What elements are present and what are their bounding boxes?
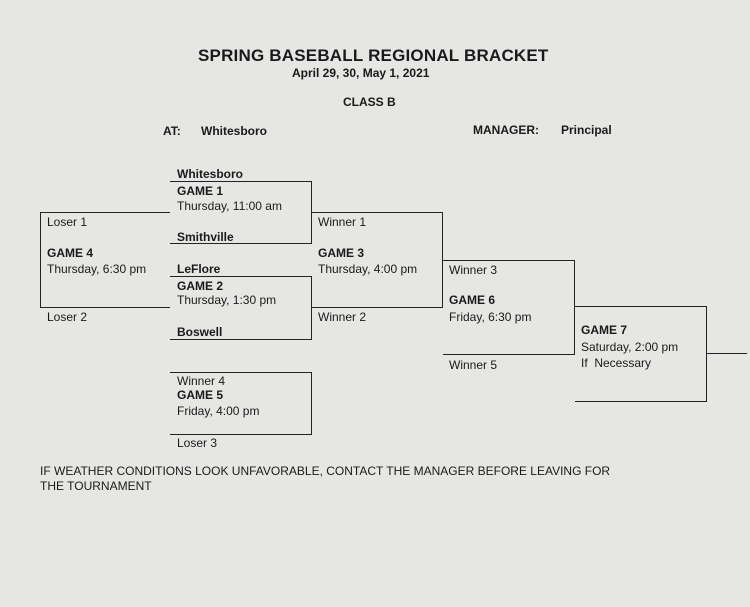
game1-bottom-line [170,243,312,244]
game4-bottom-line [40,307,170,308]
game5-top-line [170,372,312,373]
game2-bottom-line [170,339,312,340]
game3-label: GAME 3 [318,246,365,260]
game6-connector [574,260,575,354]
game6-label: GAME 6 [449,293,496,307]
game2-top-line [170,276,312,277]
game7-top-line [575,306,707,307]
game7-bottom-line [575,401,707,402]
game3-top-line [312,212,443,213]
game2-label: GAME 2 [177,279,224,293]
game5-slot-top: Winner 4 [177,374,226,388]
page-title: SPRING BASEBALL REGIONAL BRACKET [198,46,549,65]
game4-top-line [40,212,170,213]
game6-slot-top: Winner 3 [449,263,498,277]
game7-note: If Necessary [581,356,652,370]
tournament-dates: April 29, 30, May 1, 2021 [292,66,430,80]
game1-top-line [170,181,312,182]
game2-team-top: LeFlore [177,262,221,276]
game1-connector [311,181,312,243]
game1-label: GAME 1 [177,184,224,198]
game6-slot-bottom: Winner 5 [449,358,498,372]
game5-time: Friday, 4:00 pm [177,404,260,418]
game4-slot-top: Loser 1 [47,215,88,229]
game1-time: Thursday, 11:00 am [177,199,282,213]
champion-line [707,353,747,354]
game7-connector [706,306,707,401]
game7-label: GAME 7 [581,323,628,337]
game3-bottom-line [312,307,443,308]
game4-connector [40,212,41,307]
game1-team-top: Whitesboro [177,167,243,181]
game2-team-bottom: Boswell [177,325,223,339]
manager-label: MANAGER: [473,123,539,137]
game3-connector [442,212,443,307]
game5-bottom-line [170,434,312,435]
game5-connector [311,372,312,434]
game2-time: Thursday, 1:30 pm [177,293,277,307]
game4-label: GAME 4 [47,246,94,260]
game5-label: GAME 5 [177,388,224,402]
game3-slot-bottom: Winner 2 [318,310,367,324]
game6-top-line [443,260,575,261]
game6-bottom-line [443,354,575,355]
at-value: Whitesboro [201,124,267,138]
weather-note: IF WEATHER CONDITIONS LOOK UNFAVORABLE, … [40,464,611,493]
game1-team-bottom: Smithville [177,230,234,244]
game7-time: Saturday, 2:00 pm [581,340,679,354]
game3-time: Thursday, 4:00 pm [318,262,418,276]
game3-slot-top: Winner 1 [318,215,367,229]
game5-slot-bottom: Loser 3 [177,436,218,450]
game6-time: Friday, 6:30 pm [449,310,532,324]
class-label: CLASS B [343,95,396,109]
at-label: AT: [163,124,181,138]
manager-value: Principal [561,123,612,137]
game2-connector [311,276,312,339]
game4-time: Thursday, 6:30 pm [47,262,147,276]
game4-slot-bottom: Loser 2 [47,310,88,324]
